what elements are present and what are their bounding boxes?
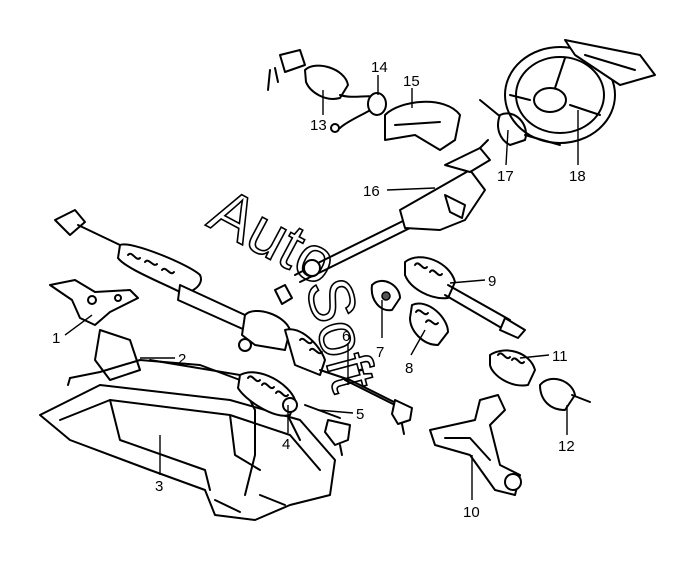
callout-7: 7	[376, 344, 384, 361]
callout-14: 14	[371, 59, 388, 76]
leader-lines	[64, 75, 579, 500]
callout-4: 4	[282, 436, 290, 453]
steering-column-part	[294, 139, 491, 283]
cv-joint-outer-part	[539, 377, 591, 411]
bracket-part	[49, 279, 139, 326]
driveshaft-part	[404, 256, 526, 339]
cv-joint-small-part	[370, 279, 401, 312]
column-shroud-part	[384, 100, 461, 151]
callout-labels: 1 2 3 4 5 6 7 8 9 10 11 12 13 14 15 16 1…	[52, 59, 586, 521]
tie-rod-part	[344, 379, 413, 435]
callout-18: 18	[569, 168, 586, 185]
outer-boot-part	[489, 349, 536, 387]
rack-boot-part	[237, 371, 298, 417]
steering-rack-part	[54, 209, 401, 406]
callout-8: 8	[405, 360, 413, 377]
subframe-part	[39, 329, 336, 521]
callout-3: 3	[155, 478, 163, 495]
callout-16: 16	[363, 183, 380, 200]
callout-17: 17	[497, 168, 514, 185]
tie-rod-end-part	[304, 404, 351, 456]
callout-13: 13	[310, 117, 327, 134]
steering-wheel-part	[504, 39, 656, 144]
callout-9: 9	[488, 273, 496, 290]
anti-roll-bar-part	[67, 359, 256, 496]
control-arm-part	[429, 394, 522, 496]
callout-6: 6	[342, 328, 350, 345]
callout-2: 2	[178, 351, 186, 368]
callout-10: 10	[463, 504, 480, 521]
callout-12: 12	[558, 438, 575, 455]
switch-ring-part	[367, 92, 387, 116]
callout-11: 11	[552, 348, 568, 365]
callout-1: 1	[52, 330, 60, 347]
inner-boot-part	[409, 302, 449, 346]
callout-5: 5	[356, 406, 364, 423]
callout-15: 15	[403, 73, 420, 90]
